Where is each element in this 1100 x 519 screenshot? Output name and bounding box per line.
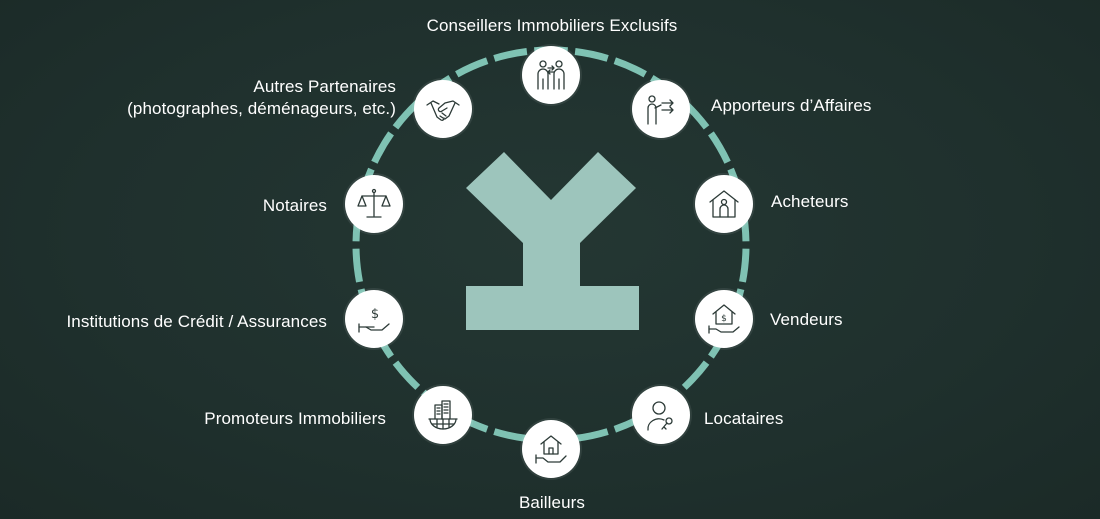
label-partenaires-line1: Autres Partenaires bbox=[253, 77, 396, 96]
ring-segment bbox=[493, 48, 528, 62]
ring-segment bbox=[681, 360, 710, 390]
person-in-house-icon bbox=[709, 190, 739, 218]
label-vendeurs: Vendeurs bbox=[770, 310, 843, 329]
ring-segment bbox=[455, 57, 489, 78]
person-key-icon bbox=[647, 401, 673, 431]
label-partenaires: Autres Partenaires (photographes, déména… bbox=[127, 76, 396, 120]
node-acheteurs bbox=[695, 175, 753, 233]
ring-segment bbox=[392, 360, 421, 390]
label-apporteurs: Apporteurs d’Affaires bbox=[711, 96, 872, 115]
label-partenaires-line2: (photographes, déménageurs, etc.) bbox=[127, 99, 396, 118]
label-conseillers: Conseillers Immobiliers Exclusifs bbox=[426, 16, 678, 35]
label-bailleurs: Bailleurs bbox=[518, 493, 586, 512]
dollar-hand-icon: $ bbox=[358, 307, 390, 333]
handshake-icon bbox=[426, 100, 460, 121]
label-promoteurs: Promoteurs Immobiliers bbox=[204, 409, 386, 428]
ring-segment bbox=[574, 48, 609, 62]
center-logo bbox=[466, 152, 639, 330]
people-exchange-icon bbox=[537, 60, 565, 90]
ring-segment bbox=[613, 57, 647, 78]
house-money-hand-icon: $ bbox=[708, 304, 740, 334]
node-conseillers bbox=[522, 46, 580, 104]
ring-segment bbox=[352, 248, 363, 283]
node-promoteurs bbox=[414, 386, 472, 444]
label-notaires: Notaires bbox=[262, 196, 327, 215]
buildings-globe-icon bbox=[428, 400, 458, 430]
node-vendeurs: $ bbox=[695, 290, 753, 348]
ring-segment bbox=[708, 131, 731, 164]
ring-segment bbox=[574, 428, 609, 442]
scales-icon bbox=[357, 188, 391, 218]
node-locataires bbox=[632, 386, 690, 444]
label-institutions: Institutions de Crédit / Assurances bbox=[66, 312, 327, 331]
ring-segment bbox=[739, 248, 750, 283]
node-apporteurs bbox=[632, 80, 690, 138]
label-acheteurs: Acheteurs bbox=[771, 192, 849, 211]
ring-segment bbox=[371, 131, 394, 164]
node-partenaires bbox=[414, 80, 472, 138]
node-institutions: $ bbox=[345, 290, 403, 348]
ring-segment bbox=[493, 428, 528, 442]
node-notaires bbox=[345, 175, 403, 233]
svg-text:$: $ bbox=[371, 307, 379, 322]
node-bailleurs bbox=[522, 420, 580, 478]
presenter-arrows-icon bbox=[647, 95, 674, 125]
svg-text:$: $ bbox=[721, 314, 727, 324]
house-hand-icon bbox=[535, 435, 567, 464]
label-locataires: Locataires bbox=[704, 409, 784, 428]
